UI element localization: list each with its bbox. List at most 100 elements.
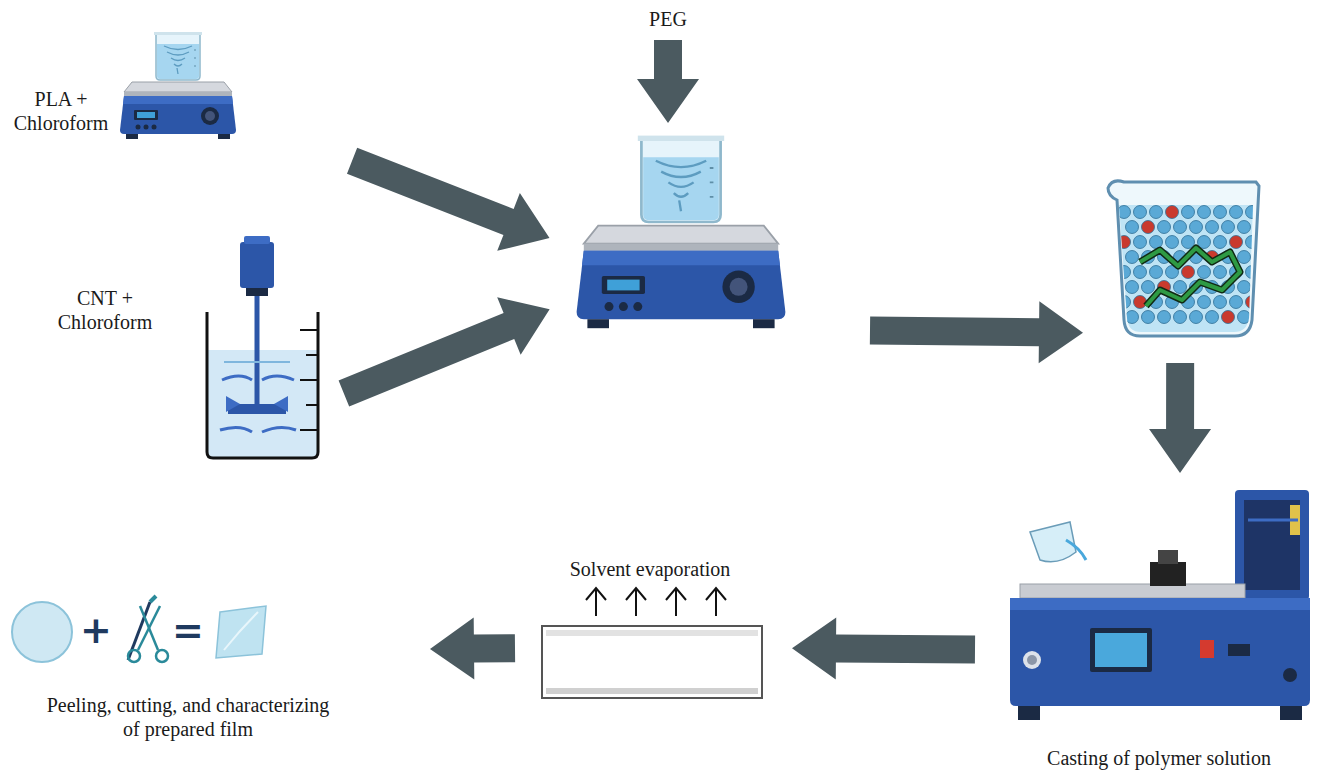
flow-arrow bbox=[637, 40, 699, 123]
beaker-solution bbox=[1126, 251, 1139, 264]
casting-machine bbox=[1010, 490, 1310, 720]
evaporation-plate bbox=[626, 588, 646, 616]
flow-arrow bbox=[339, 297, 550, 406]
beaker-solution bbox=[1182, 206, 1195, 219]
beaker-solution bbox=[1174, 311, 1187, 324]
film-icons bbox=[156, 650, 168, 662]
beaker-solution bbox=[1246, 296, 1259, 309]
beaker-solution bbox=[1119, 205, 1253, 332]
beaker-solution bbox=[1134, 206, 1147, 219]
beaker-solution bbox=[1140, 248, 1240, 306]
beaker-solution bbox=[1118, 296, 1131, 309]
beaker-solution bbox=[1238, 311, 1251, 324]
mixer-icon bbox=[222, 376, 294, 380]
step-label: Solvent evaporation bbox=[530, 557, 770, 581]
beaker-solution bbox=[1118, 206, 1259, 324]
casting-machine bbox=[1280, 706, 1302, 720]
film-icons bbox=[150, 596, 156, 602]
beaker-solution bbox=[1126, 281, 1139, 294]
mixer-icon bbox=[207, 236, 318, 458]
mixer-icon bbox=[240, 242, 274, 288]
evaporation-plate bbox=[546, 630, 758, 636]
film-icons bbox=[12, 596, 266, 662]
beaker-solution bbox=[1214, 296, 1227, 309]
beaker-solution bbox=[1198, 296, 1211, 309]
mixer-icon bbox=[224, 361, 290, 363]
mixer-icon bbox=[220, 427, 296, 432]
evaporation-plate bbox=[666, 588, 686, 616]
step-label: CNT + Chloroform bbox=[50, 286, 160, 334]
beaker-solution bbox=[1230, 206, 1243, 219]
beaker-solution bbox=[1140, 248, 1240, 306]
evaporation-plate bbox=[586, 588, 606, 616]
casting-machine bbox=[1066, 540, 1086, 560]
process-step: PLA + Chloroform bbox=[1, 25, 245, 150]
beaker-solution bbox=[1198, 266, 1211, 279]
beaker-solution bbox=[1222, 221, 1235, 234]
casting-machine bbox=[1095, 633, 1147, 667]
beaker-solution bbox=[1108, 181, 1259, 336]
film-icons bbox=[224, 612, 258, 650]
process-step: PEG bbox=[630, 4, 706, 34]
mixer-icon bbox=[300, 330, 318, 430]
mixer-icon bbox=[207, 350, 318, 458]
beaker-solution bbox=[1206, 311, 1219, 324]
beaker-solution bbox=[1142, 221, 1155, 234]
casting-machine bbox=[1283, 668, 1297, 682]
beaker-solution bbox=[1142, 281, 1155, 294]
beaker-solution bbox=[1126, 221, 1139, 234]
evaporation-plate bbox=[542, 626, 762, 698]
casting-machine bbox=[1228, 644, 1250, 656]
beaker-solution bbox=[1150, 266, 1163, 279]
hotplate-icon bbox=[577, 136, 786, 329]
beaker-solution bbox=[1230, 296, 1243, 309]
flow-arrow bbox=[430, 618, 515, 680]
beaker-solution bbox=[1214, 206, 1227, 219]
beaker-solution bbox=[1246, 266, 1259, 279]
film-icons bbox=[12, 602, 72, 662]
beaker-solution bbox=[1134, 266, 1147, 279]
beaker-solution bbox=[1142, 311, 1155, 324]
casting-machine bbox=[1018, 706, 1040, 720]
beaker-solution bbox=[1174, 281, 1187, 294]
casting-machine bbox=[1020, 584, 1245, 598]
beaker-solution bbox=[1246, 236, 1259, 249]
casting-machine bbox=[1235, 490, 1309, 600]
beaker-solution bbox=[1166, 206, 1179, 219]
flow-arrow bbox=[347, 148, 550, 251]
casting-machine bbox=[1010, 598, 1310, 706]
beaker-solution bbox=[1206, 221, 1219, 234]
casting-machine bbox=[1158, 550, 1178, 564]
beaker-solution bbox=[1198, 206, 1211, 219]
beaker-solution bbox=[1214, 266, 1227, 279]
beaker-solution bbox=[1158, 311, 1171, 324]
flow-arrow bbox=[1149, 363, 1211, 473]
operator-sign: + bbox=[78, 608, 114, 652]
casting-machine bbox=[1200, 640, 1214, 658]
beaker-solution bbox=[1108, 181, 1259, 336]
beaker-solution bbox=[1190, 221, 1203, 234]
casting-machine bbox=[1010, 598, 1310, 610]
process-step: Solvent evaporation bbox=[530, 555, 770, 705]
beaker-solution bbox=[1118, 236, 1131, 249]
mixer-icon bbox=[246, 288, 268, 296]
beaker-solution bbox=[1174, 221, 1187, 234]
step-label: PEG bbox=[630, 7, 706, 31]
casting-machine bbox=[1027, 655, 1037, 665]
flow-arrow bbox=[870, 301, 1083, 363]
beaker-solution bbox=[1118, 206, 1131, 219]
beaker-solution bbox=[1238, 221, 1251, 234]
process-step bbox=[570, 125, 795, 345]
mixer-icon bbox=[207, 312, 318, 458]
beaker-solution bbox=[1126, 311, 1139, 324]
hotplate-icon bbox=[577, 136, 786, 329]
film-icons bbox=[138, 606, 160, 650]
film-icons bbox=[128, 650, 140, 662]
beaker-solution bbox=[1190, 311, 1203, 324]
evaporation-plate bbox=[542, 588, 762, 698]
step-label: Casting of polymer solution bbox=[1009, 746, 1309, 770]
hotplate-icon bbox=[120, 32, 236, 139]
casting-machine bbox=[1248, 519, 1298, 522]
beaker-solution bbox=[1166, 236, 1179, 249]
